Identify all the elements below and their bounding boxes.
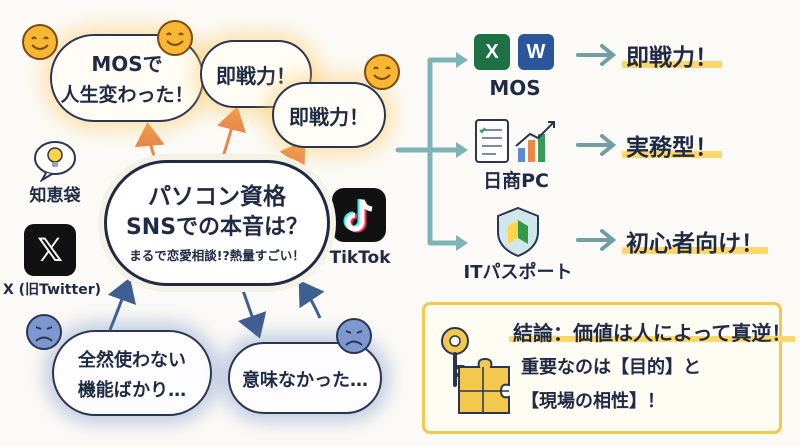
- lightbulb-icon: [34, 141, 76, 182]
- neg2-text: 意味なかった…: [242, 370, 368, 391]
- sokusen-cloud-1: 即戦力！: [200, 40, 312, 108]
- mos-cloud-line1: MOSで: [91, 52, 163, 76]
- word-icon: W: [518, 34, 554, 70]
- it-passport-label: ITパスポート: [463, 262, 573, 283]
- main-question-cloud: パソコン資格 SNSでの本音は？ まるで恋愛相談!?熱量すごい！: [104, 160, 330, 286]
- chiebukuro-label: 知恵袋: [29, 186, 81, 206]
- x-logo-icon: 𝕏: [24, 224, 76, 276]
- result-it: 初心者向け！: [622, 224, 768, 258]
- excel-icon: X: [474, 34, 510, 70]
- sokusen-cloud-2-text: 即戦力！: [289, 105, 369, 129]
- neg1-line1: 全然使わない: [78, 350, 186, 371]
- result-arrows: [576, 44, 617, 251]
- branch-bracket: [395, 57, 465, 246]
- smile-face-icon: [157, 20, 193, 56]
- arrow-from-neg2: [298, 280, 325, 319]
- document-chart-icon: [475, 119, 555, 163]
- puzzle-icon: [458, 357, 510, 414]
- neg1-line2: 機能ばかり…: [77, 380, 187, 401]
- conclusion-heading: 結論：価値は人によって真逆！: [509, 321, 796, 345]
- neg-unused-features-cloud: 全然使わない 機能ばかり…: [52, 330, 212, 416]
- sokusen-cloud-2: 即戦力！: [272, 82, 386, 148]
- mos-cloud-line2: 人生変わった！: [60, 84, 194, 106]
- nissho-pc-label: 日商PC: [483, 170, 549, 192]
- x-label: X (旧Twitter): [3, 282, 101, 298]
- tiktok-logo-icon: [332, 188, 386, 242]
- main-subtitle: まるで恋愛相談!?熱量すごい！: [129, 248, 305, 263]
- beginner-shield-icon: [497, 206, 539, 258]
- main-title-line1: パソコン資格: [148, 184, 286, 210]
- sad-face-icon: [336, 318, 372, 354]
- arrow-from-neg1: [107, 277, 136, 331]
- sokusen-cloud-1-text: 即戦力！: [216, 64, 296, 88]
- sad-face-icon: [26, 314, 62, 350]
- smile-face-icon: [364, 54, 400, 90]
- conclusion-box: 結論：価値は人によって真逆！ 重要なのは【目的】と 【現場の相性】！: [422, 302, 796, 434]
- tiktok-label: TikTok: [329, 248, 391, 268]
- result-mos: 即戦力！: [622, 38, 722, 72]
- arrow-to-sokusen-cloud-1: [216, 106, 246, 161]
- smile-face-icon: [22, 24, 58, 60]
- result-nissho-text: 実務型！: [622, 135, 722, 161]
- neg-meaningless-cloud: 意味なかった…: [228, 342, 382, 414]
- conclusion-line1: 重要なのは【目的】と: [521, 357, 701, 378]
- result-mos-text: 即戦力！: [622, 45, 722, 71]
- conclusion-line2: 【現場の相性】！: [521, 391, 665, 412]
- result-it-text: 初心者向け！: [622, 231, 768, 257]
- arrow-to-neg2: [237, 281, 267, 339]
- main-title-line2: SNSでの本音は？: [125, 215, 309, 240]
- result-nissho: 実務型！: [622, 128, 722, 162]
- mos-label: MOS: [489, 76, 541, 100]
